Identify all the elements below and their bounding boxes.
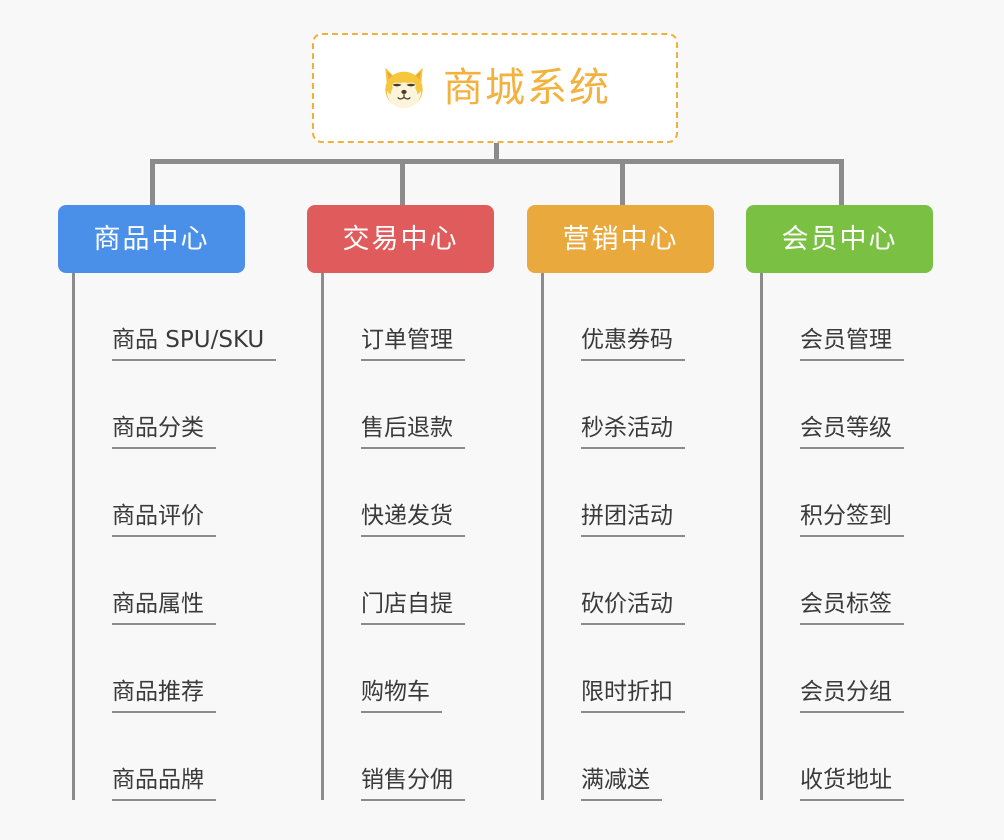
category-card-member-center[interactable]: 会员中心: [746, 205, 933, 273]
leaf-item[interactable]: 快递发货: [321, 449, 551, 537]
leaf-item-label: 购物车: [361, 678, 430, 705]
category-label: 商品中心: [93, 223, 210, 255]
leaf-item[interactable]: 会员标签: [760, 537, 990, 625]
category-card-trade-center[interactable]: 交易中心: [307, 205, 494, 273]
leaf-column-marketing-center: 优惠券码 秒杀活动 拼团活动 砍价活动 限时折扣 满减送: [541, 273, 771, 801]
leaf-trunk-line: [760, 273, 763, 800]
leaf-trunk-line: [321, 273, 324, 800]
leaf-item-label: 订单管理: [361, 326, 453, 353]
leaf-item-label: 秒杀活动: [581, 414, 673, 441]
connector-drop-0: [150, 159, 155, 205]
leaf-item-label: 商品评价: [112, 502, 204, 529]
leaf-item[interactable]: 订单管理: [321, 273, 551, 361]
leaf-item[interactable]: 满减送: [541, 713, 771, 801]
leaf-item-label: 商品分类: [112, 414, 204, 441]
leaf-item[interactable]: 购物车: [321, 625, 551, 713]
leaf-item-label: 积分签到: [800, 502, 892, 529]
category-card-product-center[interactable]: 商品中心: [58, 205, 245, 273]
leaf-item[interactable]: 砍价活动: [541, 537, 771, 625]
leaf-item[interactable]: 商品 SPU/SKU: [72, 273, 302, 361]
category-card-marketing-center[interactable]: 营销中心: [527, 205, 714, 273]
connector-drop-1: [400, 159, 405, 205]
leaf-item[interactable]: 拼团活动: [541, 449, 771, 537]
leaf-item[interactable]: 会员管理: [760, 273, 990, 361]
leaf-item[interactable]: 会员等级: [760, 361, 990, 449]
leaf-item[interactable]: 销售分佣: [321, 713, 551, 801]
leaf-item-label: 商品推荐: [112, 678, 204, 705]
connector-drop-2: [620, 159, 625, 205]
connector-horizontal-bus: [150, 159, 840, 164]
connector-root-stem: [494, 143, 499, 162]
leaf-item-label: 会员等级: [800, 414, 892, 441]
leaf-item[interactable]: 商品评价: [72, 449, 302, 537]
leaf-item-label: 销售分佣: [361, 766, 453, 793]
category-label: 营销中心: [562, 223, 679, 255]
leaf-item[interactable]: 限时折扣: [541, 625, 771, 713]
leaf-item-label: 拼团活动: [581, 502, 673, 529]
root-title: 商城系统: [443, 65, 611, 111]
leaf-item[interactable]: 优惠券码: [541, 273, 771, 361]
leaf-item[interactable]: 商品属性: [72, 537, 302, 625]
leaf-item-label: 商品属性: [112, 590, 204, 617]
leaf-item[interactable]: 收货地址: [760, 713, 990, 801]
leaf-item-label: 快递发货: [361, 502, 453, 529]
category-label: 交易中心: [342, 223, 459, 255]
leaf-item[interactable]: 商品品牌: [72, 713, 302, 801]
leaf-item-label: 售后退款: [361, 414, 453, 441]
leaf-item[interactable]: 门店自提: [321, 537, 551, 625]
leaf-trunk-line: [72, 273, 75, 800]
root-node[interactable]: 商城系统: [312, 33, 678, 143]
leaf-column-trade-center: 订单管理 售后退款 快递发货 门店自提 购物车 销售分佣: [321, 273, 551, 801]
leaf-item-label: 收货地址: [800, 766, 892, 793]
leaf-item-label: 商品 SPU/SKU: [112, 326, 265, 353]
leaf-item-label: 限时折扣: [581, 678, 673, 705]
leaf-column-member-center: 会员管理 会员等级 积分签到 会员标签 会员分组 收货地址: [760, 273, 990, 801]
leaf-item-label: 砍价活动: [581, 590, 673, 617]
leaf-item-label: 优惠券码: [581, 326, 673, 353]
leaf-item[interactable]: 商品分类: [72, 361, 302, 449]
leaf-item[interactable]: 积分签到: [760, 449, 990, 537]
leaf-item[interactable]: 售后退款: [321, 361, 551, 449]
leaf-trunk-line: [541, 273, 544, 800]
leaf-item-label: 门店自提: [361, 590, 453, 617]
shiba-dog-face-icon: [379, 63, 429, 113]
leaf-item-label: 会员分组: [800, 678, 892, 705]
leaf-item-label: 会员标签: [800, 590, 892, 617]
leaf-item[interactable]: 商品推荐: [72, 625, 302, 713]
category-label: 会员中心: [781, 223, 898, 255]
leaf-column-product-center: 商品 SPU/SKU 商品分类 商品评价 商品属性 商品推荐 商品品牌: [72, 273, 302, 801]
leaf-item-label: 会员管理: [800, 326, 892, 353]
connector-drop-3: [839, 159, 844, 205]
leaf-item[interactable]: 秒杀活动: [541, 361, 771, 449]
leaf-item[interactable]: 会员分组: [760, 625, 990, 713]
leaf-item-label: 商品品牌: [112, 766, 204, 793]
leaf-item-label: 满减送: [581, 766, 650, 793]
